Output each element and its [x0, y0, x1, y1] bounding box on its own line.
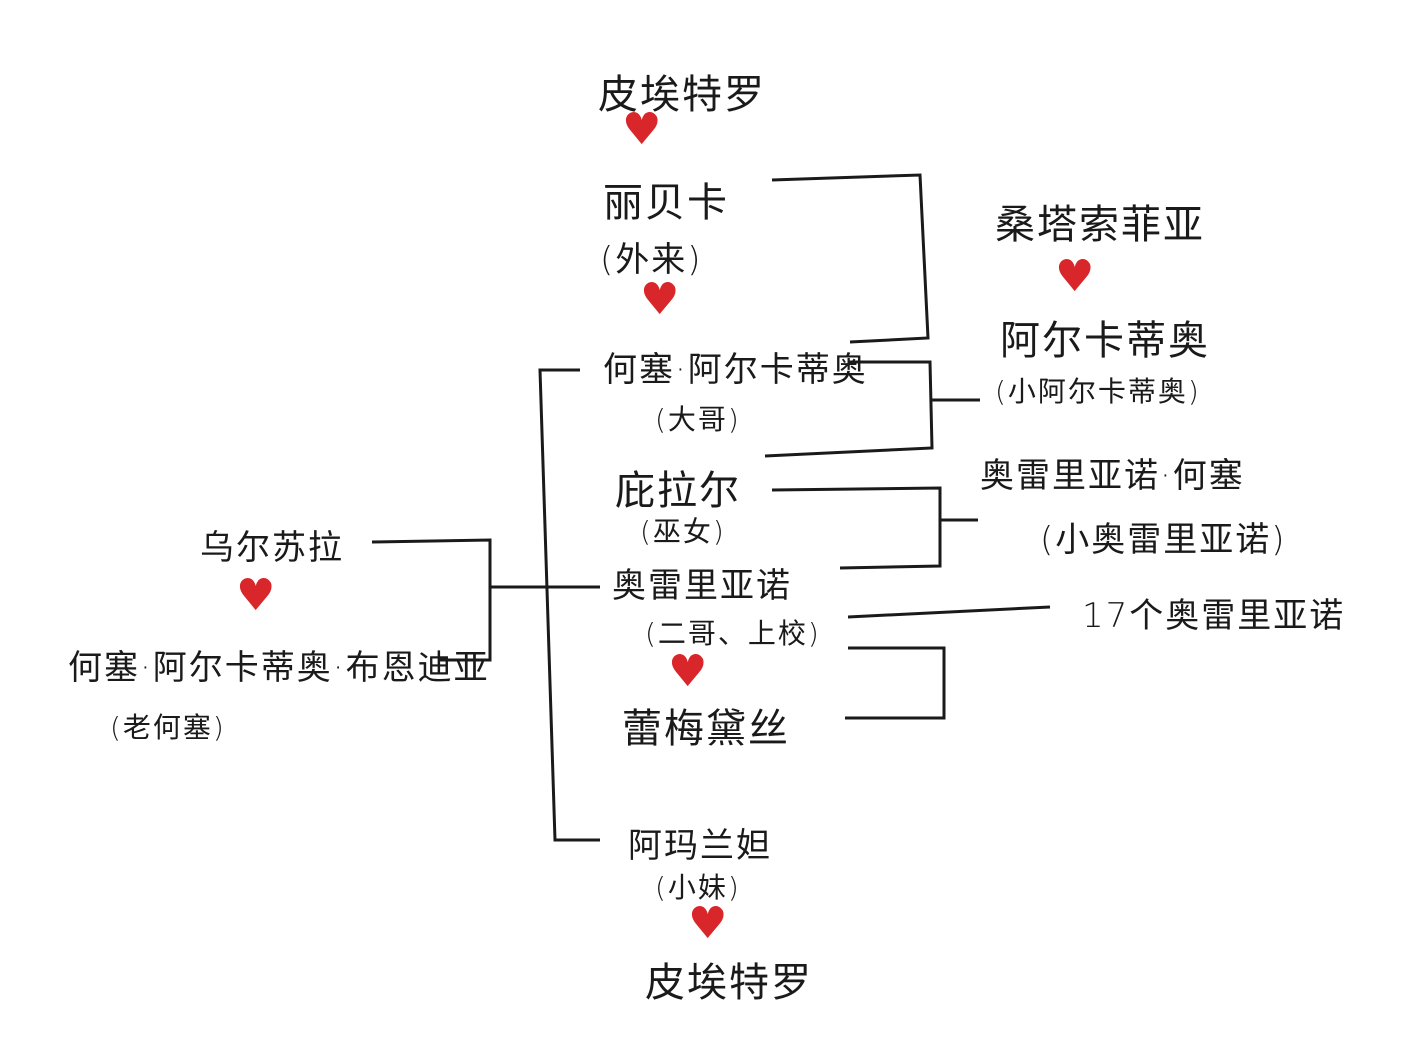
line-to-seventeen: [847, 605, 1051, 619]
aureliano-jose-note: (小奥雷里亚诺): [1040, 520, 1287, 560]
line-children-bracket: [538, 368, 600, 842]
heart-icon: ♥: [640, 274, 680, 325]
jose-arcadio-buendia-note: (老何塞): [110, 711, 226, 744]
jose-arcadio-note: (大哥): [655, 403, 741, 436]
arcadio-name: 阿尔卡蒂奥: [1000, 318, 1210, 364]
ursula-name: 乌尔苏拉: [200, 528, 344, 568]
heart-icon: ♥: [622, 104, 662, 155]
aureliano-jose-name: 奥雷里亚诺·何塞: [980, 456, 1245, 496]
santa-sofia-name: 桑塔索菲亚: [995, 202, 1205, 248]
remedios-name: 蕾梅黛丝: [622, 706, 790, 752]
line-aureliano-remedios: [845, 646, 946, 720]
aureliano-note: (二哥、上校): [645, 617, 821, 650]
amaranta-name: 阿玛兰妲: [628, 826, 772, 866]
seventeen-aurelianos: 17个奥雷里亚诺: [1082, 596, 1346, 636]
line-rebeca-jose-arcadio: [771, 173, 930, 344]
heart-icon: ♥: [668, 646, 708, 697]
heart-icon: ♥: [1055, 251, 1095, 302]
heart-icon: ♥: [236, 570, 276, 621]
amaranta-note: (小妹): [655, 871, 741, 904]
rebeca-name: 丽贝卡: [603, 180, 729, 226]
rebeca-note: (外来): [600, 240, 703, 280]
jose-arcadio-name: 何塞·阿尔卡蒂奥: [603, 350, 868, 390]
pilar-note: (巫女): [640, 515, 726, 548]
line-pilar-aureliano: [771, 486, 942, 570]
pietro-bottom: 皮埃特罗: [645, 960, 813, 1006]
line-ursula-jose: [371, 538, 492, 662]
line-jose-arcadio-pilar: [764, 360, 934, 458]
pilar-name: 庇拉尔: [615, 468, 741, 514]
aureliano-name: 奥雷里亚诺: [612, 566, 792, 606]
pietro-top: 皮埃特罗: [598, 72, 766, 118]
heart-icon: ♥: [688, 898, 728, 949]
jose-arcadio-buendia-name: 何塞·阿尔卡蒂奥·布恩迪亚: [68, 648, 490, 688]
arcadio-note: (小阿尔卡蒂奥): [995, 375, 1201, 408]
